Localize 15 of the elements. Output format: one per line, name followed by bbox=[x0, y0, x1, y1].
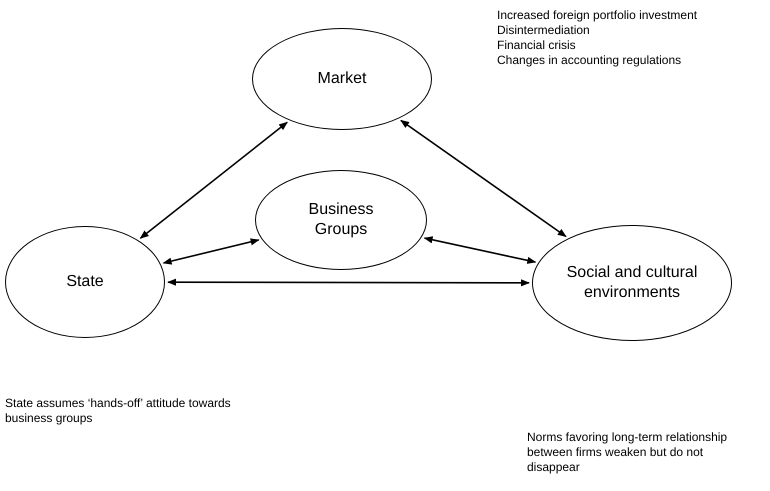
double-arrow bbox=[400, 120, 567, 238]
node-label: Market bbox=[318, 69, 366, 89]
annotation-text: Increased foreign portfolio investment bbox=[497, 8, 698, 23]
annotation-text: Financial crisis bbox=[497, 38, 577, 53]
double-arrow bbox=[140, 122, 288, 239]
node-label: State bbox=[66, 272, 104, 292]
annotation-text: Norms favoring long-term relationship between firms weaken but do not disappear bbox=[527, 430, 728, 475]
annotation-text: State assumes ‘hands-off’ attitude towards business groups bbox=[5, 396, 232, 426]
annotation-text: Disintermediation bbox=[497, 23, 591, 38]
node-label: Business Groups bbox=[308, 200, 374, 240]
double-arrow bbox=[167, 278, 530, 286]
annotation-text: Changes in accounting regulations bbox=[497, 53, 682, 68]
double-arrow bbox=[162, 238, 260, 265]
node-label: Social and cultural environments bbox=[566, 263, 698, 303]
double-arrow bbox=[424, 236, 536, 264]
